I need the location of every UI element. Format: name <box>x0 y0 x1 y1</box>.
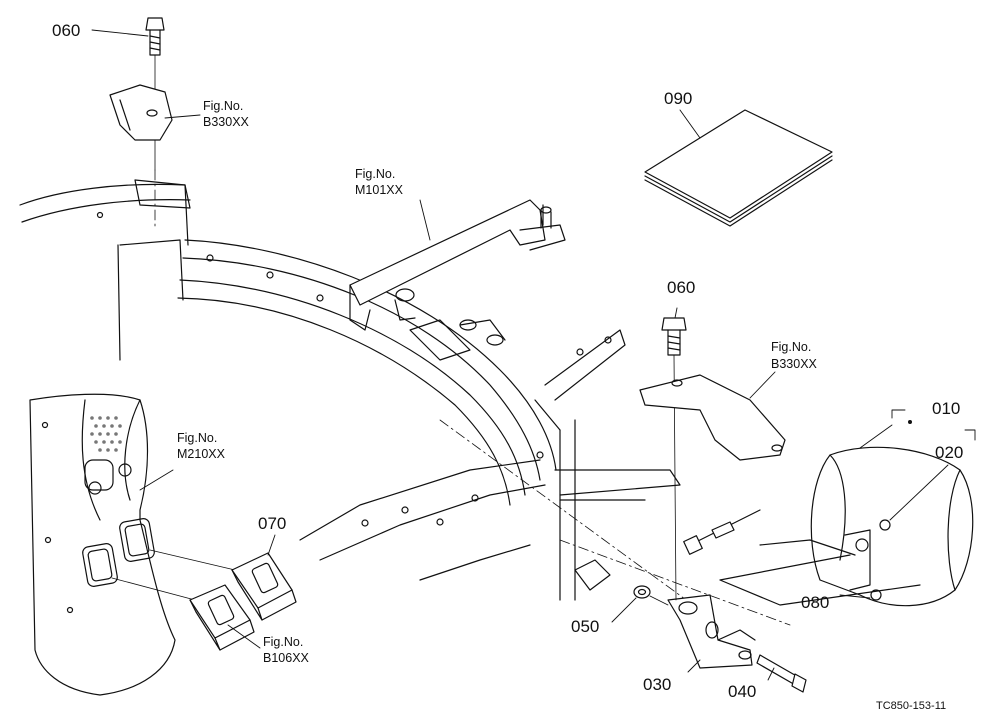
fig-ref-m210-label: Fig.No. <box>177 431 217 445</box>
leader-lines <box>91 29 976 681</box>
fig-ref-b106-label: Fig.No. <box>263 635 303 649</box>
work-lamp-010 <box>719 446 974 607</box>
label-040: 040 <box>728 682 756 701</box>
fig-ref-m101-label: Fig.No. <box>355 167 395 181</box>
top-bracket <box>109 84 173 141</box>
label-070: 070 <box>258 514 286 533</box>
fig-ref-m210-code: M210XX <box>177 447 226 461</box>
figure-references: Fig.No. B330XX Fig.No. M101XX Fig.No. B3… <box>177 99 818 665</box>
manual-090 <box>644 109 833 227</box>
label-010: 010 <box>932 399 960 418</box>
switch-070 <box>231 552 297 621</box>
frame-structure <box>19 169 791 626</box>
nut-050 <box>633 585 669 606</box>
label-060-top: 060 <box>52 21 80 40</box>
lamp-stay <box>639 374 786 461</box>
label-020: 020 <box>935 443 963 462</box>
fig-ref-b330-right-label: Fig.No. <box>771 340 811 354</box>
fig-ref-b330-top-label: Fig.No. <box>203 99 243 113</box>
right-bolt-060 <box>661 317 687 481</box>
m101-bracket <box>349 199 566 331</box>
label-030: 030 <box>643 675 671 694</box>
fig-ref-b330-top-code: B330XX <box>203 115 250 129</box>
drawing-code: TC850-153-11 <box>876 700 946 712</box>
fig-ref-b106-code: B106XX <box>263 651 310 665</box>
switch-b106 <box>189 584 255 651</box>
top-bolt-060 <box>145 17 165 171</box>
label-090: 090 <box>664 89 692 108</box>
bolt-040 <box>756 654 807 693</box>
label-050: 050 <box>571 617 599 636</box>
fig-ref-m101-code: M101XX <box>355 183 404 197</box>
dash-panel <box>29 393 236 696</box>
part-labels: 060 090 060 010 020 070 080 050 030 040 <box>52 21 963 701</box>
label-060-right: 060 <box>667 278 695 297</box>
switch-wire <box>683 509 761 555</box>
label-080: 080 <box>801 593 829 612</box>
bracket-030 <box>667 479 756 669</box>
speaker-grille <box>90 416 122 452</box>
fig-ref-b330-right-code: B330XX <box>771 357 818 371</box>
